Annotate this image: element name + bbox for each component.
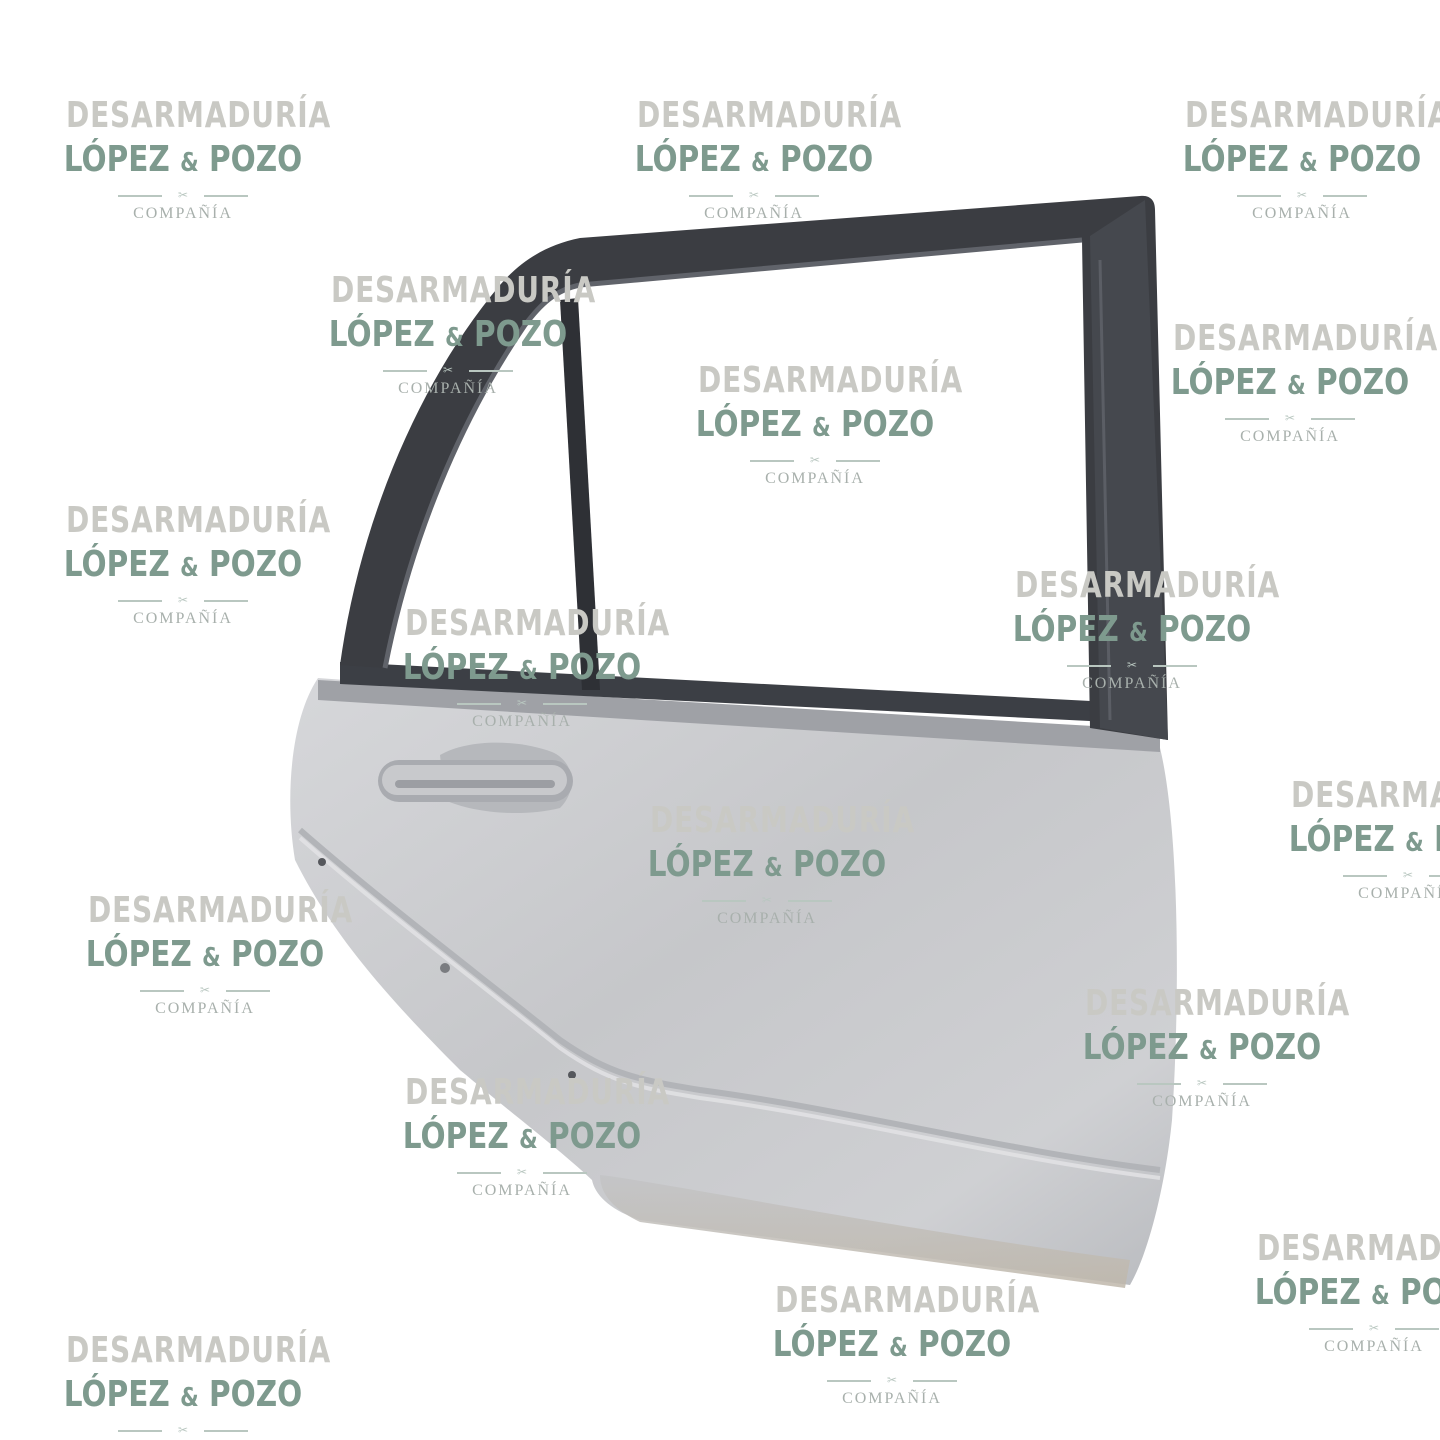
- rear-pillar: [1090, 200, 1168, 740]
- window-divider: [560, 298, 600, 690]
- door-sill: [600, 1175, 1130, 1288]
- window-frame: [340, 195, 1168, 741]
- door-crease: [298, 827, 1161, 1173]
- door-handle: [378, 742, 573, 814]
- window-belt: [318, 680, 1160, 752]
